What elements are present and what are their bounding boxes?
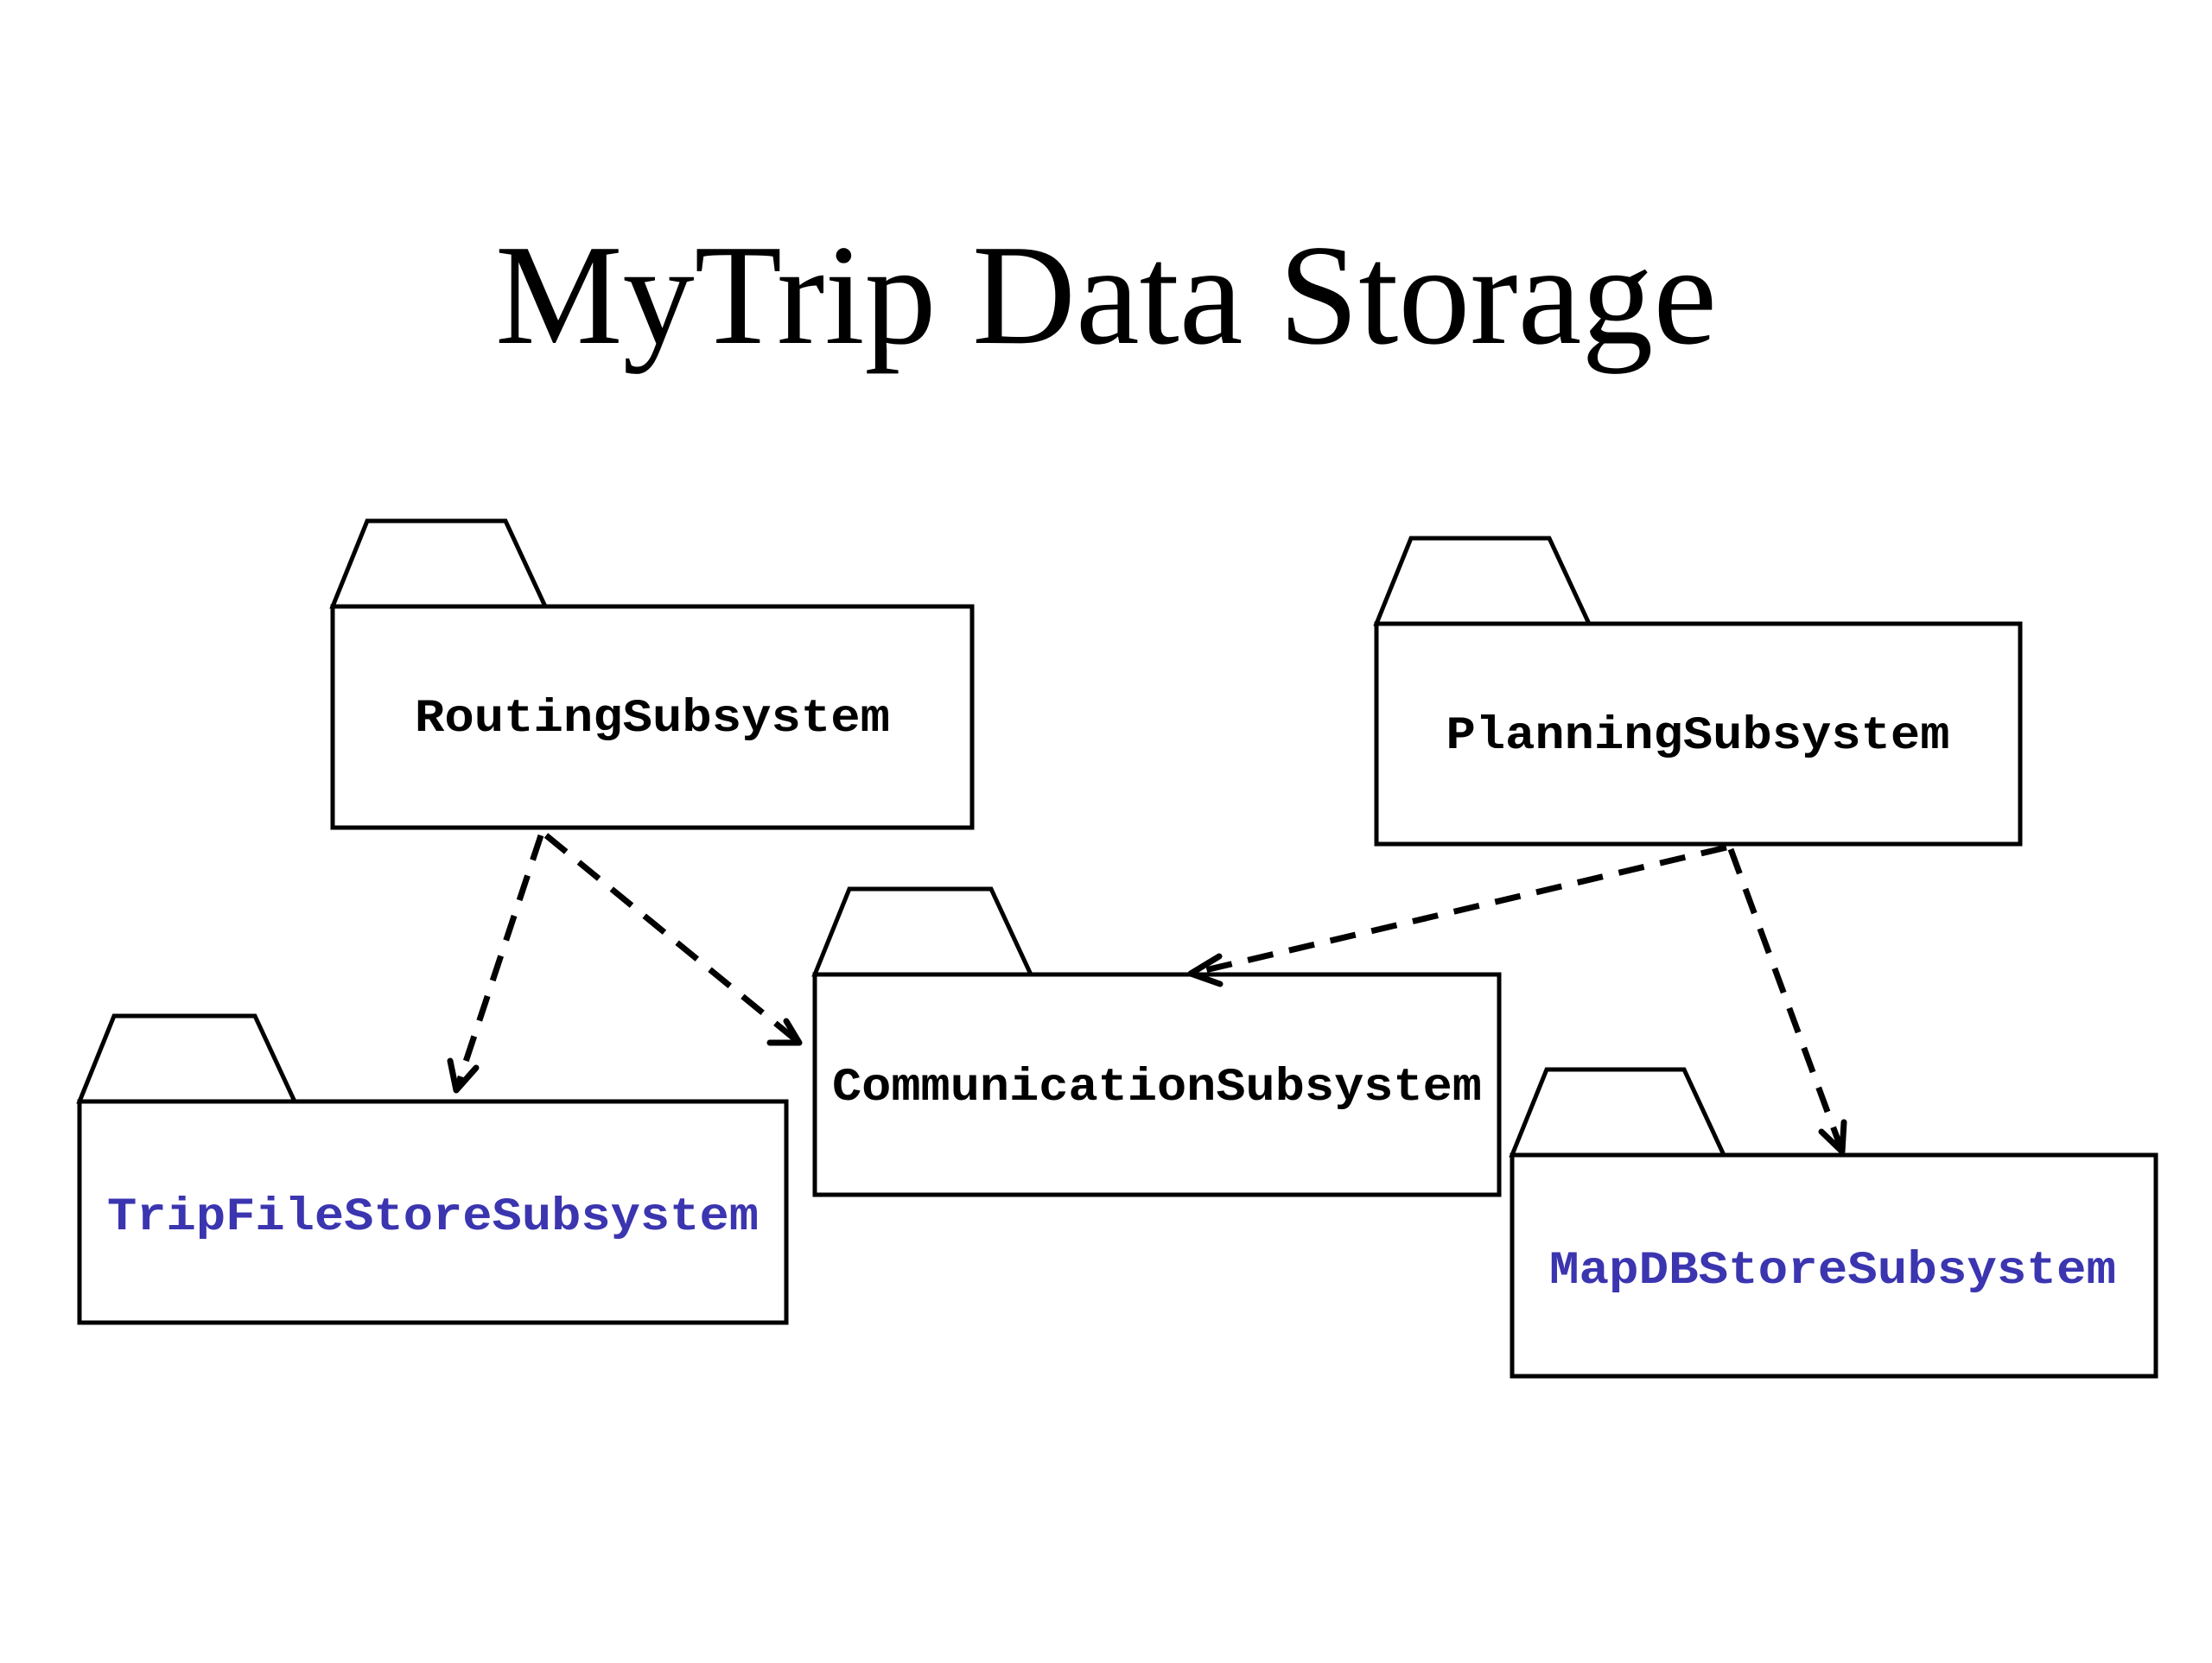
dependency-routing-to-tripfilestore — [447, 834, 544, 1094]
package-label-communication: CommunicationSubsystem — [832, 1062, 1482, 1114]
package-tab — [811, 886, 1034, 977]
arrowhead-icon — [447, 1057, 480, 1094]
package-communication[interactable]: CommunicationSubsystem — [811, 886, 1502, 1197]
dependency-line — [1190, 844, 1727, 977]
dependency-line — [1727, 847, 1846, 1153]
package-tab — [1373, 536, 1592, 626]
package-body — [330, 604, 975, 830]
diagram-title: MyTrip Data Storage — [495, 215, 1717, 374]
package-tab — [329, 518, 549, 609]
package-label-mapdbstore: MapDBStoreSubsystem — [1549, 1245, 2116, 1298]
package-routing[interactable]: RoutingSubsystem — [329, 518, 975, 830]
package-tab — [1509, 1067, 1727, 1158]
dependency-planning-to-communication — [1187, 844, 1727, 987]
package-label-routing: RoutingSubsystem — [415, 693, 890, 746]
dependency-line — [543, 833, 802, 1045]
package-mapdbstore[interactable]: MapDBStoreSubsystem — [1509, 1067, 2158, 1379]
package-label-tripfilestore: TripFileStoreSubsystem — [107, 1191, 759, 1244]
package-body — [812, 972, 1502, 1197]
package-label-planning: PlanningSubsystem — [1446, 710, 1950, 763]
dependency-planning-to-mapdbstore — [1727, 847, 1847, 1155]
arrowhead-icon — [1818, 1119, 1847, 1155]
package-tripfilestore[interactable]: TripFileStoreSubsystem — [76, 1013, 789, 1325]
arrowhead-icon — [1187, 953, 1224, 987]
package-body — [1374, 621, 2023, 847]
dependency-line — [453, 834, 544, 1092]
package-body — [1510, 1152, 2158, 1379]
package-body — [77, 1099, 789, 1325]
package-planning[interactable]: PlanningSubsystem — [1373, 536, 2023, 847]
arrowhead-icon — [766, 1018, 803, 1046]
package-tab — [76, 1013, 298, 1104]
dependency-routing-to-communication — [543, 833, 803, 1046]
